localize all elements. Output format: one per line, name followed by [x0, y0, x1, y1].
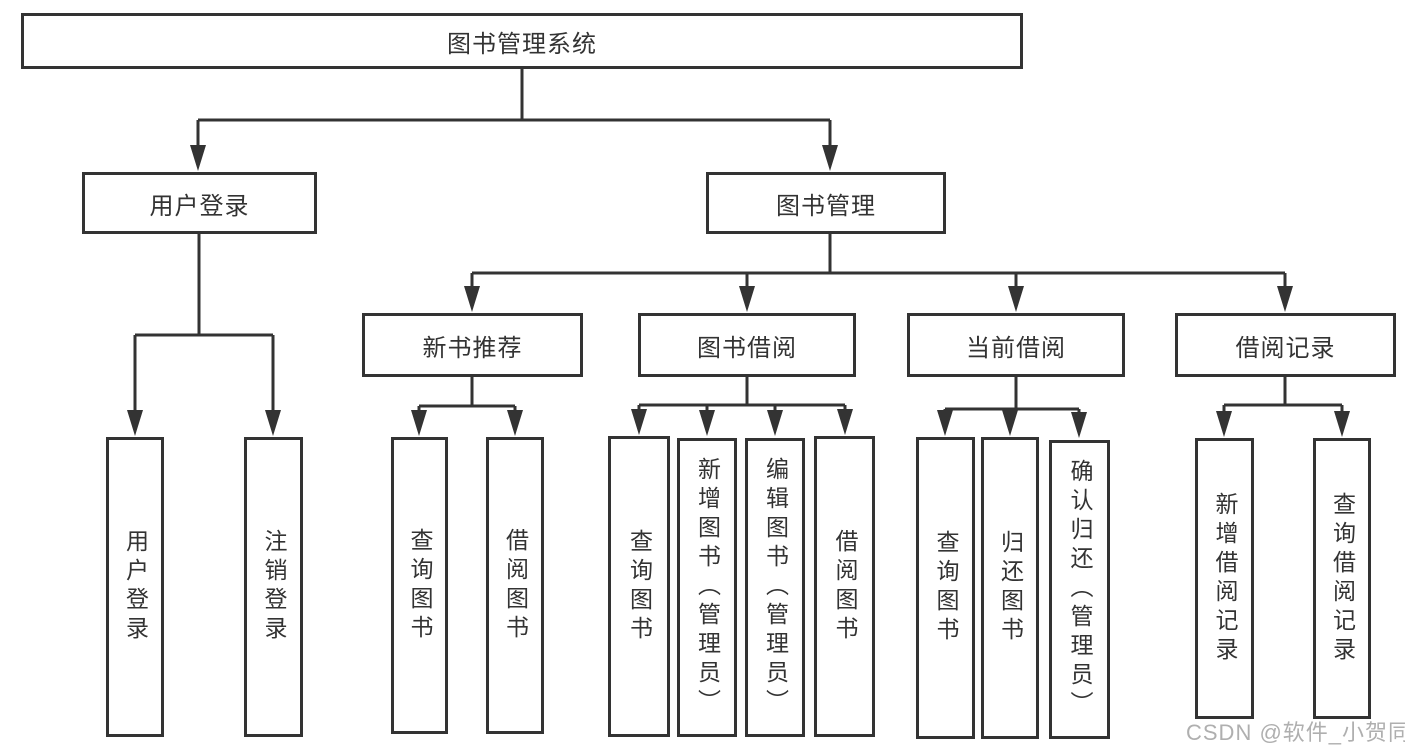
leaf-user-login: 用户登录 [106, 437, 164, 737]
leaf-borrow-book-recommend: 借阅图书 [486, 437, 544, 734]
leaf-borrow-book-borrow: 借阅图书 [814, 436, 875, 737]
leaf-edit-book-admin: 编辑图书（管理员） [745, 438, 805, 737]
node-current-borrow: 当前借阅 [907, 313, 1125, 377]
leaf-logout-label: 注销登录 [261, 529, 287, 645]
node-user-login-label: 用户登录 [149, 192, 250, 220]
leaf-query-book-recommend: 查询图书 [391, 437, 448, 734]
node-root-label: 图书管理系统 [447, 30, 597, 58]
leaf-return-book: 归还图书 [981, 437, 1039, 739]
node-current-borrow-label: 当前借阅 [966, 334, 1066, 362]
leaf-query-book-current: 查询图书 [916, 437, 975, 739]
node-borrow-records: 借阅记录 [1175, 313, 1396, 377]
leaf-query-book-borrow-label: 查询图书 [626, 528, 653, 645]
node-root: 图书管理系统 [21, 13, 1023, 69]
leaf-add-borrow-record-label: 新增借阅记录 [1212, 491, 1238, 666]
leaf-borrow-book-recommend-label: 借阅图书 [502, 527, 529, 644]
leaf-edit-book-admin-label: 编辑图书（管理员） [762, 457, 789, 718]
node-borrow-records-label: 借阅记录 [1235, 334, 1336, 362]
leaf-query-book-current-label: 查询图书 [933, 530, 959, 646]
leaf-add-borrow-record: 新增借阅记录 [1195, 438, 1254, 719]
leaf-add-book-admin-label: 新增图书（管理员） [694, 457, 721, 718]
node-new-book-recommend-label: 新书推荐 [422, 334, 523, 362]
leaf-return-book-label: 归还图书 [997, 530, 1024, 646]
node-book-borrow-label: 图书借阅 [697, 334, 797, 362]
leaf-confirm-return-admin: 确认归还（管理员） [1049, 440, 1110, 739]
leaf-query-book-borrow: 查询图书 [608, 436, 670, 737]
node-book-management-label: 图书管理 [776, 192, 876, 220]
leaf-borrow-book-borrow-label: 借阅图书 [832, 528, 858, 645]
node-user-login: 用户登录 [82, 172, 317, 234]
node-new-book-recommend: 新书推荐 [362, 313, 583, 377]
watermark: CSDN @软件_小贺同学 [1186, 720, 1405, 745]
node-book-management: 图书管理 [706, 172, 946, 234]
leaf-query-borrow-record: 查询借阅记录 [1313, 438, 1371, 719]
leaf-query-borrow-record-label: 查询借阅记录 [1329, 491, 1356, 666]
node-book-borrow: 图书借阅 [638, 313, 856, 377]
leaf-confirm-return-admin-label: 确认归还（管理员） [1067, 459, 1093, 720]
leaf-add-book-admin: 新增图书（管理员） [677, 438, 737, 737]
leaf-query-book-recommend-label: 查询图书 [407, 527, 433, 644]
leaf-logout: 注销登录 [244, 437, 303, 737]
leaf-user-login-label: 用户登录 [122, 529, 149, 645]
